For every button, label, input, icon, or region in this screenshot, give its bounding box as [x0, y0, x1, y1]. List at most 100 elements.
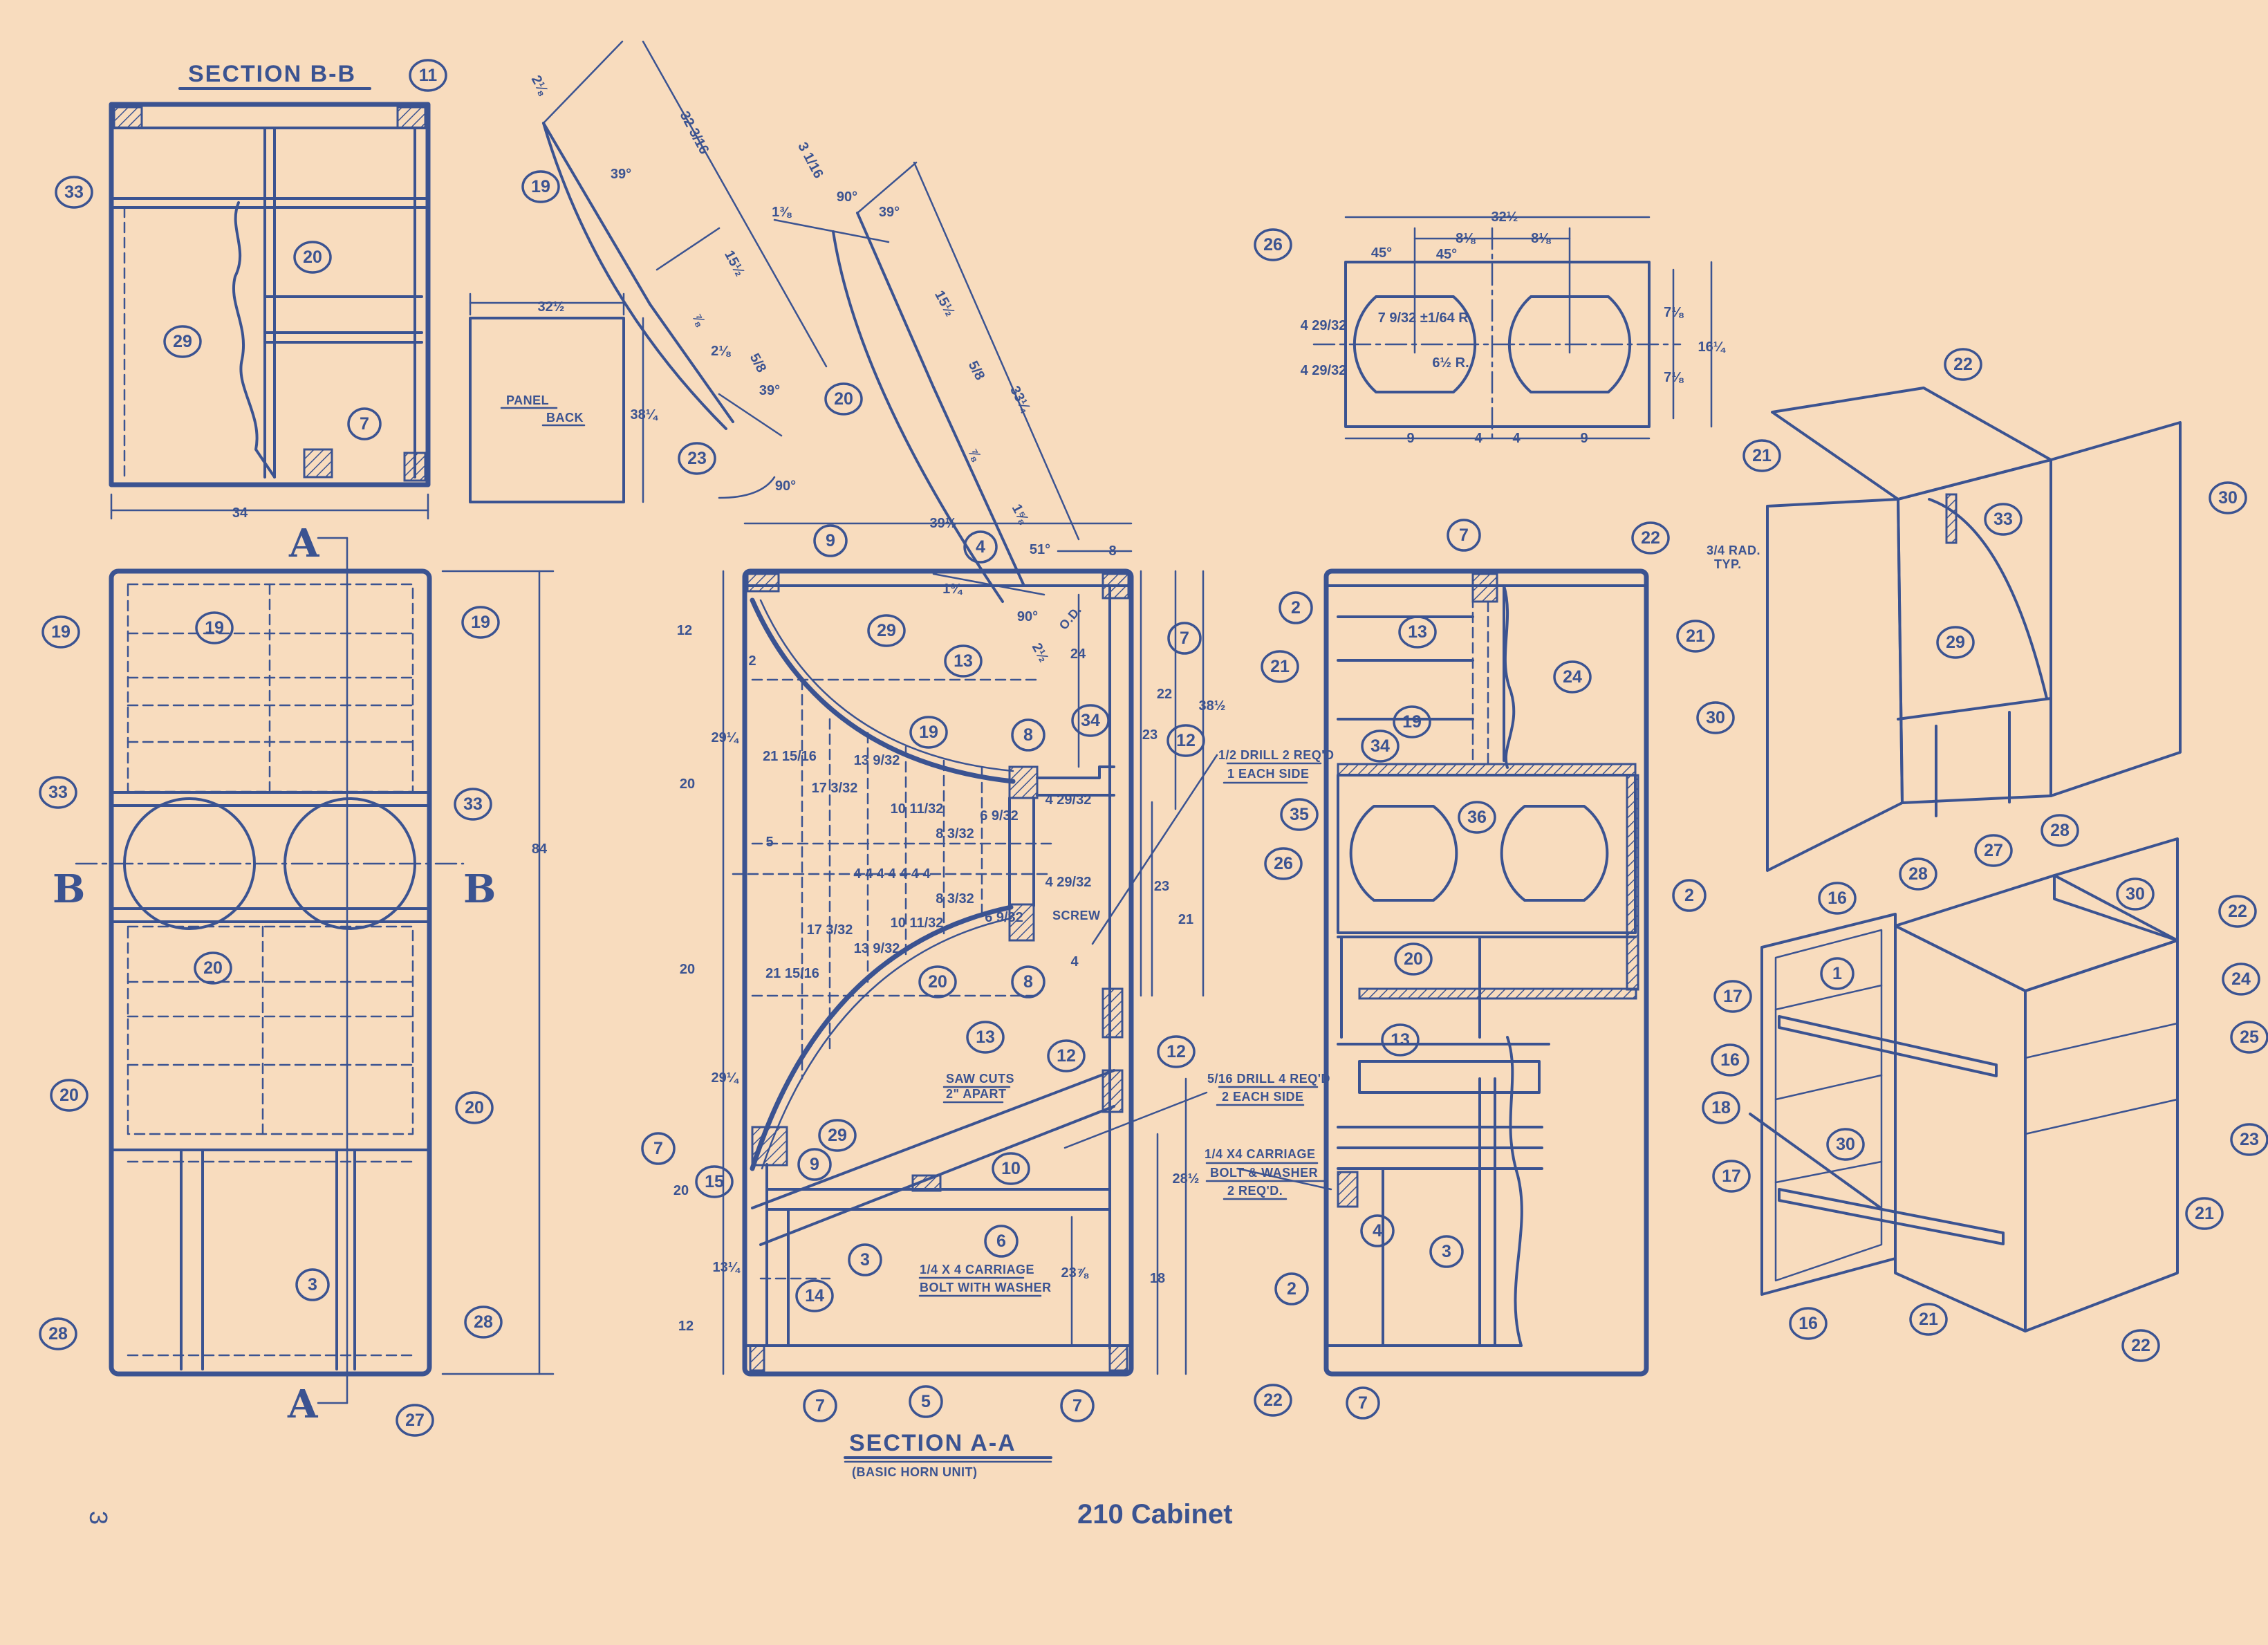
callout-part-12: 12 [1166, 724, 1205, 757]
callout-circle [1672, 879, 1707, 912]
dimension-label: 20 [680, 962, 695, 977]
section-bb-view [109, 102, 431, 520]
callout-part-35: 35 [1280, 798, 1319, 831]
page-number: 3 [84, 1511, 113, 1525]
callout-number: 28 [1908, 864, 1928, 884]
callout-part-28: 28 [1899, 857, 1937, 891]
callout-part-23: 23 [678, 442, 716, 475]
callout-circle [984, 1225, 1019, 1258]
section-aa-subtitle: (BASIC HORN UNIT) [852, 1465, 978, 1479]
iso-assembly-lower [1749, 837, 2179, 1332]
callout-circle [813, 524, 848, 557]
callout-number: 7 [653, 1139, 663, 1158]
dimension-label: 22 [1157, 687, 1172, 702]
callout-part-7: 7 [1447, 519, 1481, 552]
callout-circle [1264, 847, 1303, 880]
dimension-label: 45° [1371, 245, 1392, 261]
dimension-label: 29¼ [712, 1070, 740, 1086]
callout-circle [1157, 1035, 1196, 1068]
dimension-label: 10 11/32 [891, 916, 944, 931]
callout-number: 1 [1832, 964, 1842, 983]
callout-number: 2 [1684, 886, 1694, 905]
callout-part-26: 26 [1254, 228, 1292, 261]
dimension-label: 3 1/16 [794, 140, 826, 180]
callout-circle [1060, 1389, 1095, 1422]
section-markers: A A B B [53, 521, 496, 1427]
callout-number: 7 [360, 414, 369, 434]
callout-circle [2230, 1123, 2268, 1156]
dimension-label: 34 [232, 505, 248, 521]
dimension-label: 8 3/32 [936, 826, 974, 842]
dimension-label: 17 3/32 [812, 781, 858, 796]
callout-circle [1280, 798, 1319, 831]
dimension-label: 39° [879, 205, 900, 220]
callout-circle [1458, 801, 1496, 834]
callout-part-33: 33 [55, 176, 93, 209]
callout-circle [521, 170, 560, 203]
callout-part-29: 29 [1936, 626, 1975, 659]
dimension-label: 15½ [931, 288, 958, 319]
callout-circle [1713, 980, 1752, 1013]
callout-part-2: 2 [1672, 879, 1707, 912]
dimension-label: 1¾ [942, 582, 963, 597]
dimension-label: 13¼ [713, 1260, 741, 1275]
dimension-label: 24 [1070, 647, 1086, 662]
dimension-label: 32½ [1491, 210, 1518, 225]
callout-part-16: 16 [1711, 1043, 1749, 1077]
callout-number: 27 [405, 1411, 425, 1430]
callout-circle [1696, 701, 1735, 734]
callout-part-6: 6 [984, 1225, 1019, 1258]
callout-part-20: 20 [824, 382, 863, 416]
callout-part-36: 36 [1458, 801, 1496, 834]
callout-part-13: 13 [966, 1021, 1005, 1054]
callout-circle [803, 1389, 837, 1422]
callout-part-21: 21 [1742, 439, 1781, 472]
panel-label: PANEL [506, 393, 549, 407]
section-aa-title-text: SECTION A-A [849, 1430, 1016, 1456]
dimension-label: 12 [677, 623, 692, 638]
dimension-label: 2⅛ [528, 73, 551, 98]
dimension-label: 39° [611, 167, 631, 182]
callout-circle [396, 1404, 434, 1437]
annotation-notes: 1/2 DRILL 2 REQ'D 1 EACH SIDE 5/16 DRILL… [918, 543, 1760, 1297]
note-screw: SCREW [1052, 909, 1101, 922]
callout-circle [909, 716, 948, 749]
callout-part-22: 22 [1944, 348, 1982, 381]
dimension-label: 29¼ [712, 730, 740, 745]
callout-circle [2185, 1197, 2224, 1230]
callout-number: 29 [877, 621, 896, 640]
dimension-label: ⅞ [689, 310, 708, 328]
callout-circle [1429, 1235, 1464, 1268]
callout-circle [1711, 1043, 1749, 1077]
dimension-label: 5 [765, 835, 773, 850]
panel-back-view: PANEL BACK [469, 292, 644, 503]
dimension-label: 13 9/32 [854, 753, 900, 768]
callout-number: 20 [59, 1086, 79, 1105]
callout-number: 28 [2050, 821, 2070, 840]
callout-circle [2121, 1329, 2160, 1362]
callout-number: 19 [51, 622, 71, 642]
callout-part-28: 28 [39, 1317, 77, 1350]
callout-circle [2041, 814, 2079, 847]
callout-number: 28 [474, 1312, 493, 1332]
callout-circle [1702, 1091, 1740, 1124]
dimension-label: 6 9/32 [980, 808, 1019, 824]
callout-number: 20 [834, 389, 853, 409]
dimension-label: 7⅛ [1664, 370, 1684, 385]
callout-number: 13 [1391, 1030, 1410, 1050]
callout-number: 18 [1711, 1098, 1731, 1117]
iso-assembly-upper [1766, 387, 2182, 872]
callout-part-2: 2 [1279, 591, 1313, 624]
dimension-label: 13 9/32 [854, 941, 900, 956]
callout-circle [39, 1317, 77, 1350]
back-label: BACK [546, 411, 584, 425]
callout-circle [1360, 1214, 1395, 1247]
callout-number: 10 [1001, 1159, 1021, 1178]
callout-number: 29 [1946, 633, 1965, 652]
callout-part-34: 34 [1071, 704, 1110, 737]
callout-part-20: 20 [1394, 942, 1433, 976]
callout-part-25: 25 [2230, 1021, 2268, 1054]
callout-circle [944, 644, 983, 678]
callout-part-20: 20 [918, 965, 957, 998]
